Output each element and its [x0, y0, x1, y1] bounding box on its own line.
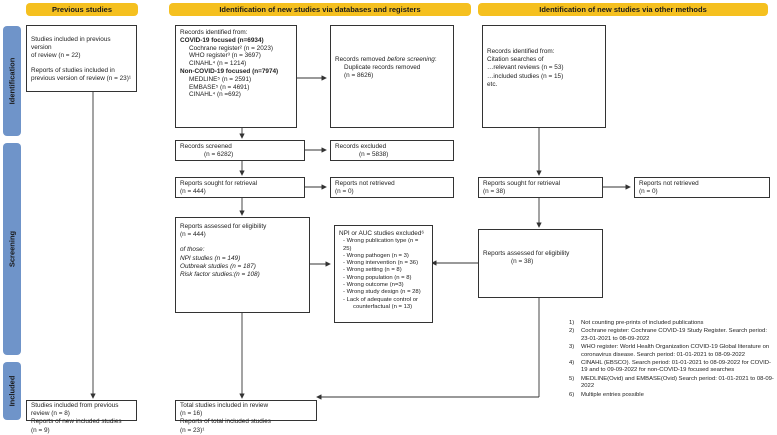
footnote-number: 4) — [569, 360, 575, 367]
other-records-identified-box: Records identified from: Citation search… — [482, 25, 606, 128]
npi-exclusion-item: - Wrong intervention (n = 36) — [343, 260, 419, 267]
footnote-number: 1) — [569, 320, 575, 326]
side-identification: Identification — [3, 26, 21, 136]
reports-sought-box: Reports sought for retrieval (n = 444) — [175, 177, 305, 198]
header-previous-studies: Previous studies — [26, 3, 138, 16]
footnote-item: 1) Not counting pre-prints of included pu… — [569, 320, 774, 327]
side-screening: Screening — [3, 143, 21, 355]
npi-exclusion-item: - Wrong pathogen (n = 3) — [343, 252, 409, 259]
npi-exclusion-item: - Lack of adequate control or — [343, 296, 418, 303]
records-removed-box: Records removed before screening: Duplic… — [330, 25, 454, 128]
footnotes: 1) Not counting pre-prints of included pu… — [569, 320, 774, 400]
previous-studies-box: Studies included in previous version of … — [26, 25, 137, 92]
records-identified-box: Records identified from: COVID-19 focuse… — [175, 25, 297, 128]
other-reports-not-retrieved-box: Reports not retrieved (n = 0) — [634, 177, 770, 198]
npi-exclusion-list: - Wrong publication type (n = 25)- Wrong… — [339, 238, 428, 311]
footnote-number: 3) — [569, 344, 575, 351]
footnote-item: 6) Multiple entries possible — [569, 392, 774, 399]
other-reports-sought-box: Reports sought for retrieval (n = 38) — [478, 177, 603, 198]
other-reports-assessed-box: Reports assessed for eligibility (n = 38… — [478, 229, 603, 298]
footnote-item: 5) MEDLINE(Ovid) and EMBASE(Ovid) Search … — [569, 376, 774, 391]
footnote-number: 2) — [569, 328, 575, 335]
footnote-item: 2) Cochrane register: Cochrane COVID-19 S… — [569, 328, 774, 343]
footnote-text: MEDLINE(Ovid) and EMBASE(Ovid) Search pe… — [581, 375, 774, 390]
npi-exclusion-item: - Wrong publication type (n = 25) — [343, 238, 419, 252]
reports-not-retrieved-box: Reports not retrieved (n = 0) — [330, 177, 454, 198]
footnote-text: Multiple entries possible — [581, 391, 644, 398]
records-screened-box: Records screened (n = 6282) — [175, 140, 305, 161]
footnote-item: 4) CINAHL (EBSCO). Search period: 01-01-2… — [569, 360, 774, 375]
footnote-text: CINAHL (EBSCO). Search period: 01-01-202… — [581, 360, 772, 374]
footnote-text: Not counting pre-prints of included publ… — [581, 320, 704, 326]
included-previous-box: Studies included from previous review (n… — [26, 400, 137, 434]
records-excluded-box: Records excluded (n = 5838) — [330, 140, 454, 161]
footnote-number: 6) — [569, 391, 575, 398]
npi-exclusion-item: - Wrong population (n = 8) — [343, 274, 412, 281]
header-databases: Identification of new studies via databa… — [169, 3, 471, 16]
footnote-item: 3) WHO register: World Health Organizatio… — [569, 344, 774, 359]
header-other-methods: Identification of new studies via other … — [478, 3, 768, 16]
npi-exclusion-item: - Wrong outcome (n=3) — [343, 282, 404, 289]
footnote-text: WHO register: World Health Organization … — [581, 344, 770, 358]
total-included-box: Total studies included in review (n = 16… — [175, 400, 317, 434]
npi-exclusion-item: - Wrong study design (n = 28) — [343, 289, 421, 296]
footnote-text: Cochrane register: Cochrane COVID-19 Stu… — [581, 328, 767, 342]
npi-exclusion-item: counterfactual (n = 13) — [353, 303, 413, 310]
side-included: Included — [3, 362, 21, 420]
reports-assessed-box: Reports assessed for eligibility (n = 44… — [175, 217, 310, 313]
footnote-number: 5) — [569, 375, 575, 382]
npi-exclusion-item: - Wrong setting (n = 8) — [343, 267, 402, 274]
npi-excluded-box: NPI or AUC studies excluded⁶ - Wrong pub… — [334, 225, 433, 323]
flow-arrows — [90, 75, 631, 400]
